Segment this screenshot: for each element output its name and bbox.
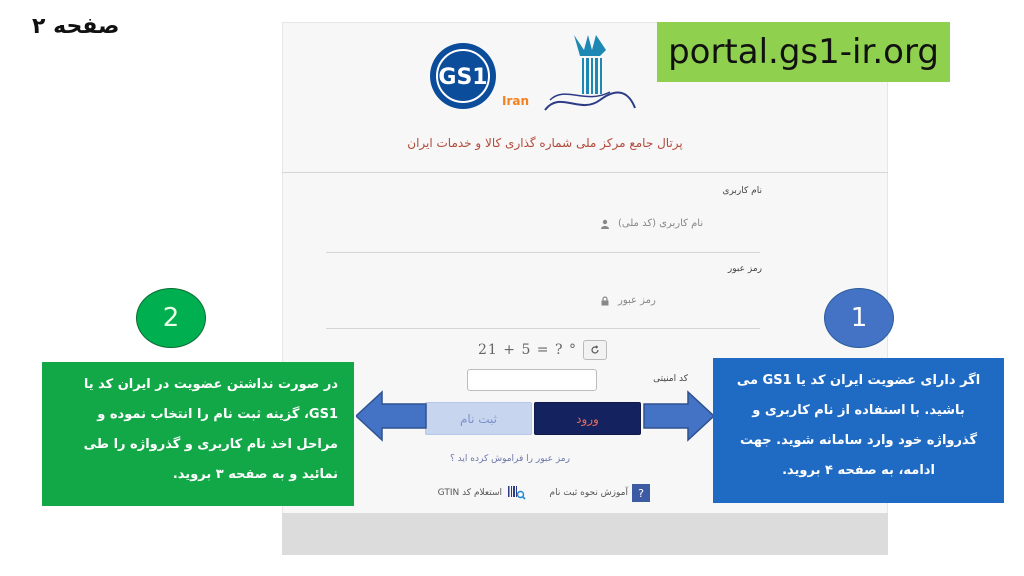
captcha-refresh-button[interactable]: [582, 340, 607, 360]
user-icon: [601, 219, 609, 229]
iran-code-logo: [544, 35, 636, 111]
barcode-search-icon: [508, 485, 526, 500]
username-placeholder: نام کاربری (کد ملی): [618, 218, 704, 229]
help-icon[interactable]: ?: [632, 484, 650, 502]
password-field[interactable]: رمز عبور: [600, 295, 760, 306]
registration-guide-label: آموزش نحوه ثبت نام: [549, 487, 628, 498]
registration-guide-link[interactable]: آموزش نحوه ثبت نام: [528, 482, 628, 503]
portal-title: پرتال جامع مرکز ملی شماره گذاری کالا و خ…: [407, 136, 683, 150]
password-underline: [326, 328, 760, 329]
right-arrow: [643, 390, 714, 442]
gs1-logo-sub: Iran: [502, 94, 529, 108]
lock-icon: [601, 295, 609, 305]
step-one-badge: 1: [824, 288, 894, 348]
register-button[interactable]: ثبت نام: [425, 402, 532, 435]
password-label: رمز عبور: [727, 264, 762, 274]
captcha-input[interactable]: [467, 369, 597, 391]
gs1-logo: GS1 Iran: [430, 43, 529, 109]
header-divider: [282, 172, 888, 173]
captcha-image: 21 + 5 = ? °: [478, 342, 577, 358]
forgot-password-link[interactable]: رمز عبور را فراموش کرده اید ؟: [450, 454, 570, 464]
username-field[interactable]: نام کاربری (کد ملی): [600, 218, 760, 229]
gs1-logo-text: GS1: [438, 65, 487, 90]
step-two-callout: در صورت نداشتن عضویت در ایران کد یا GS1،…: [42, 362, 354, 506]
page-label: صفحه ۲: [32, 14, 120, 39]
username-label: نام کاربری: [722, 186, 762, 196]
portal-footer-band: [282, 513, 888, 555]
step-one-callout: اگر دارای عضویت ایران کد یا GS1 می باشید…: [713, 358, 1004, 503]
login-button[interactable]: ورود: [534, 402, 641, 435]
captcha-row: 21 + 5 = ? °: [478, 340, 607, 360]
gtin-inquiry-label: استعلام کد GTIN: [437, 487, 502, 498]
refresh-icon: [591, 345, 599, 354]
password-placeholder: رمز عبور: [618, 295, 656, 306]
username-underline: [326, 252, 760, 253]
step-two-badge: 2: [136, 288, 206, 348]
gtin-inquiry-link[interactable]: استعلام کد GTIN: [414, 482, 526, 503]
url-badge: portal.gs1-ir.org: [657, 22, 950, 82]
captcha-label: کد امنیتی: [653, 374, 688, 384]
left-arrow: [356, 390, 427, 442]
